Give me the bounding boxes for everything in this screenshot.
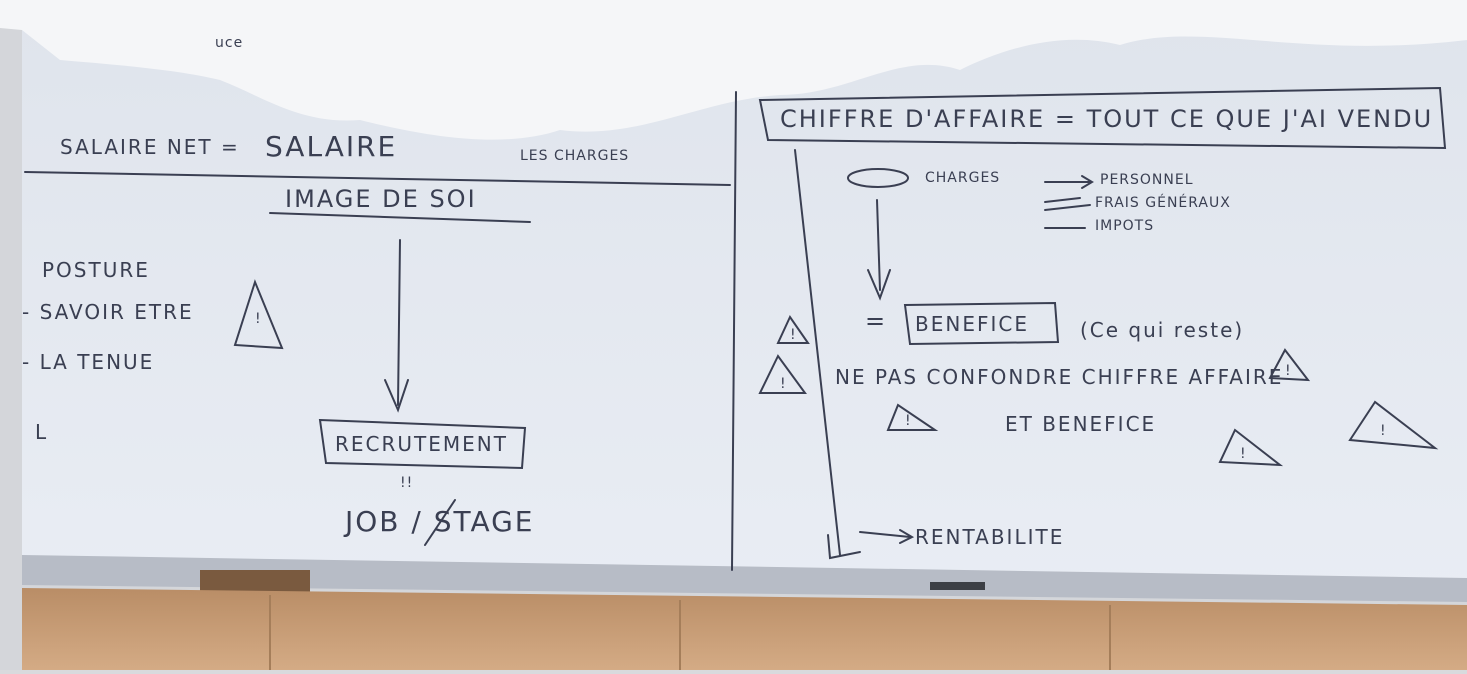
benefice-note: (Ce qui reste) bbox=[1080, 318, 1245, 342]
charges-frais-generaux: FRAIS GÉNÉRAUX bbox=[1095, 195, 1231, 211]
recrutement-box-label: RECRUTEMENT bbox=[335, 432, 508, 456]
svg-text:!: ! bbox=[1380, 423, 1386, 439]
corner-text: uce bbox=[215, 35, 244, 51]
light-glare bbox=[0, 0, 1467, 140]
eraser bbox=[200, 570, 310, 592]
list-item-posture: POSTURE bbox=[42, 258, 150, 282]
job-stage: JOB / STAGE bbox=[345, 505, 535, 538]
charges-impots: IMPOTS bbox=[1095, 218, 1155, 234]
marker bbox=[930, 582, 985, 590]
board-tray bbox=[22, 555, 1467, 602]
charges-label: CHARGES bbox=[925, 170, 1001, 186]
benefice-box-label: BENEFICE bbox=[915, 312, 1029, 336]
charges-personnel: PERSONNEL bbox=[1100, 172, 1194, 188]
whiteboard-surface bbox=[22, 0, 1467, 600]
salaire-label: SALAIRE bbox=[265, 130, 398, 163]
rentabilite: RENTABILITE bbox=[915, 525, 1065, 549]
benefice-equals: = bbox=[865, 307, 888, 335]
svg-text:!: ! bbox=[1240, 446, 1246, 462]
svg-text:!: ! bbox=[790, 327, 796, 343]
charges-label-left: LES CHARGES bbox=[520, 148, 630, 164]
warning-line-2: ET BENEFICE bbox=[1005, 412, 1157, 436]
list-item-l: L bbox=[35, 420, 49, 444]
double-mark: !! bbox=[400, 475, 414, 491]
svg-text:!: ! bbox=[255, 311, 261, 327]
list-item-la-tenue: - LA TENUE bbox=[22, 350, 155, 374]
salaire-net-label: SALAIRE NET = bbox=[60, 135, 240, 159]
chiffre-affaire: CHIFFRE D'AFFAIRE = TOUT CE QUE J'AI VEN… bbox=[780, 105, 1434, 133]
warning-line-1: NE PAS CONFONDRE CHIFFRE AFFAIRE bbox=[835, 365, 1284, 389]
wood-panel bbox=[22, 588, 1467, 670]
svg-text:!: ! bbox=[780, 376, 786, 392]
svg-text:!: ! bbox=[905, 413, 911, 429]
svg-text:!: ! bbox=[1285, 363, 1291, 379]
image-de-soi: IMAGE DE SOI bbox=[285, 185, 477, 213]
list-item-savoir-etre: - SAVOIR ETRE bbox=[22, 300, 194, 324]
